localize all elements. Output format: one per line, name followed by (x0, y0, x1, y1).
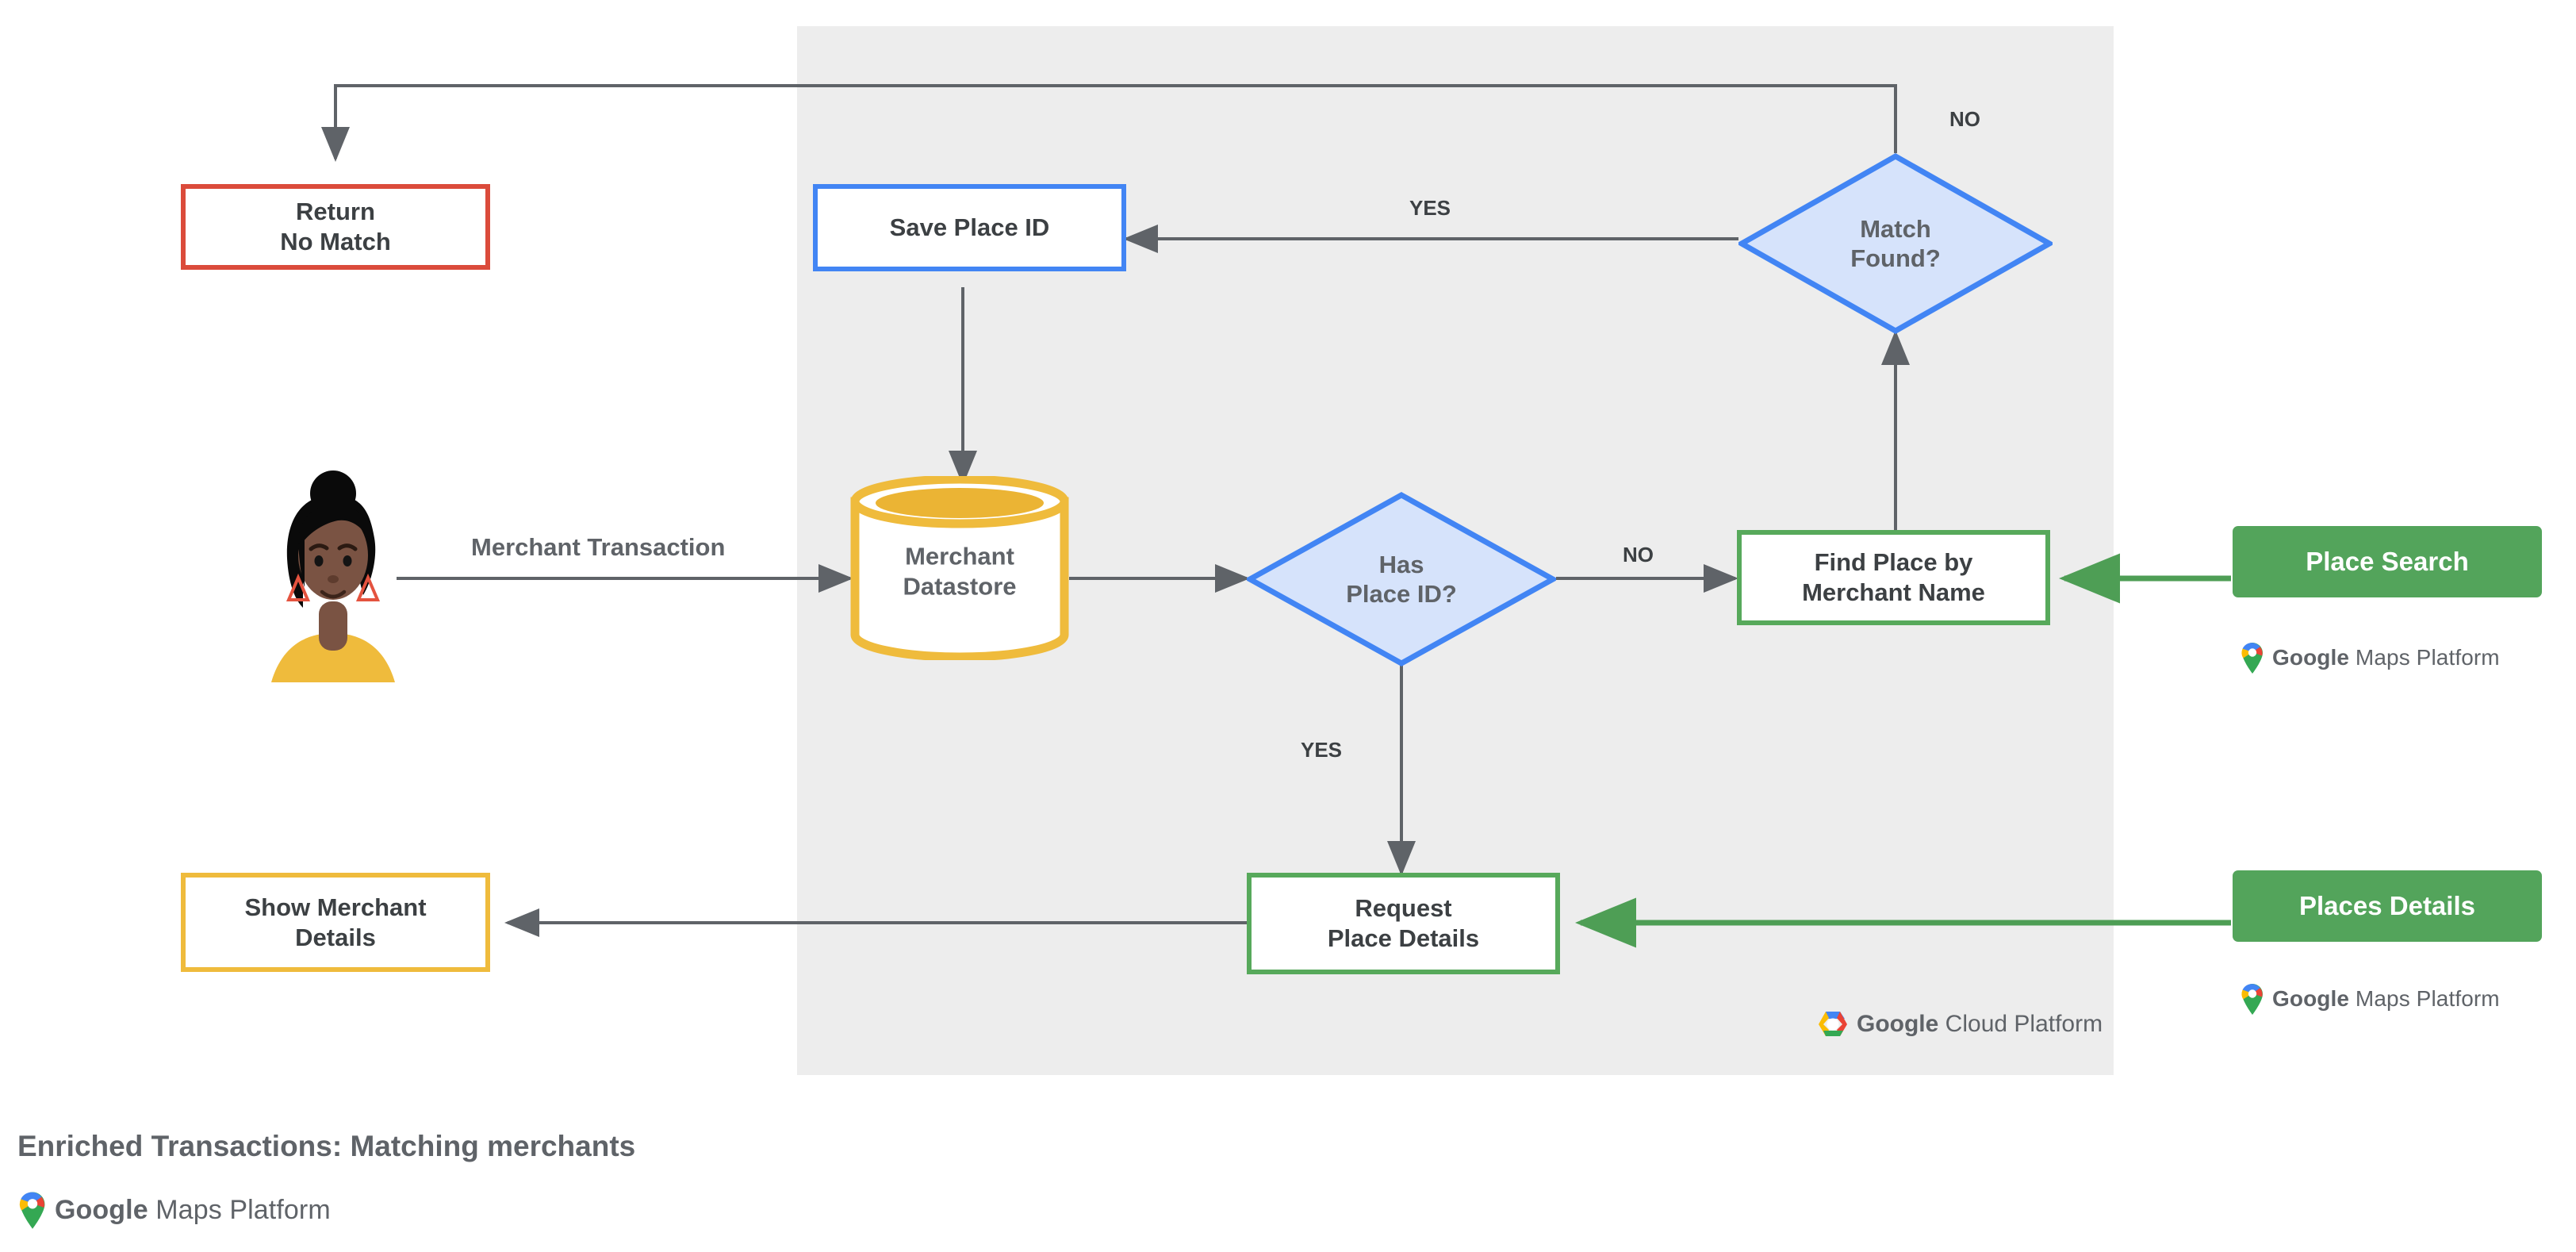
node-request-place-details-line1: Request (1355, 894, 1452, 923)
maps-platform-logo-text: Google Maps Platform (2272, 986, 2500, 1011)
node-has-place-id-line1: Has (1378, 550, 1424, 578)
node-show-merchant-details-line2: Details (295, 923, 376, 951)
merchant-customer-avatar (262, 460, 404, 682)
edge-label-match-found-yes: YES (1409, 196, 1451, 220)
node-request-place-details-line2: Place Details (1327, 924, 1480, 952)
node-save-place-id-label: Save Place ID (889, 213, 1050, 242)
place-search-maps-platform-logo: Google Maps Platform (2240, 641, 2500, 674)
node-return-no-match-line2: No Match (280, 228, 391, 255)
google-cloud-platform-logo-text: Google Cloud Platform (1857, 1011, 2103, 1037)
node-find-place-line2: Merchant Name (1802, 578, 1985, 606)
cloud-hexagon-icon (1819, 1012, 1847, 1036)
maps-platform-logo-text: Google Maps Platform (2272, 645, 2500, 670)
node-match-found-line2: Found? (1850, 244, 1941, 272)
node-find-place-by-merchant-name[interactable]: Find Place by Merchant Name (1737, 530, 2050, 625)
node-show-merchant-details-line1: Show Merchant (244, 893, 427, 921)
node-show-merchant-details[interactable]: Show Merchant Details (181, 873, 490, 972)
maps-pin-icon (19, 1192, 45, 1229)
node-match-found[interactable]: Match Found? (1738, 153, 2053, 334)
node-merchant-datastore-line1: Merchant (905, 541, 1014, 570)
maps-pin-icon (2241, 984, 2263, 1015)
maps-pin-icon (2241, 643, 2263, 674)
node-places-details[interactable]: Places Details (2233, 870, 2542, 942)
node-place-search[interactable]: Place Search (2233, 526, 2542, 597)
avatar-illustration-icon (271, 470, 395, 682)
diagram-caption: Enriched Transactions: Matching merchant… (17, 1130, 636, 1162)
node-return-no-match-line1: Return (296, 198, 375, 226)
node-find-place-line1: Find Place by (1814, 548, 1973, 577)
node-place-search-label: Place Search (2306, 546, 2469, 576)
node-match-found-line1: Match (1860, 214, 1931, 243)
node-places-details-label: Places Details (2299, 890, 2475, 920)
google-cloud-platform-logo: Google Cloud Platform (1816, 1009, 2103, 1039)
maps-platform-logo-text: Google Maps Platform (55, 1194, 331, 1225)
node-return-no-match[interactable]: Return No Match (181, 184, 490, 270)
caption-maps-platform-logo: Google Maps Platform (17, 1190, 331, 1230)
node-save-place-id[interactable]: Save Place ID (813, 184, 1126, 271)
match-found-diamond-shape (1738, 153, 2053, 334)
edge-label-has-place-id-yes: YES (1301, 738, 1343, 762)
node-merchant-datastore-line2: Datastore (903, 572, 1017, 601)
node-merchant-datastore[interactable]: Merchant Datastore (850, 476, 1069, 660)
has-place-id-diamond-shape (1247, 492, 1556, 666)
node-has-place-id[interactable]: Has Place ID? (1247, 492, 1556, 666)
edge-label-merchant-transaction: Merchant Transaction (471, 533, 726, 561)
datastore-cylinder-shape (850, 476, 1069, 660)
node-request-place-details[interactable]: Request Place Details (1247, 873, 1560, 974)
edge-label-has-place-id-no: NO (1623, 543, 1654, 566)
places-details-maps-platform-logo: Google Maps Platform (2240, 982, 2500, 1016)
node-has-place-id-line2: Place ID? (1346, 580, 1457, 608)
edge-label-match-found-no: NO (1949, 107, 1980, 131)
